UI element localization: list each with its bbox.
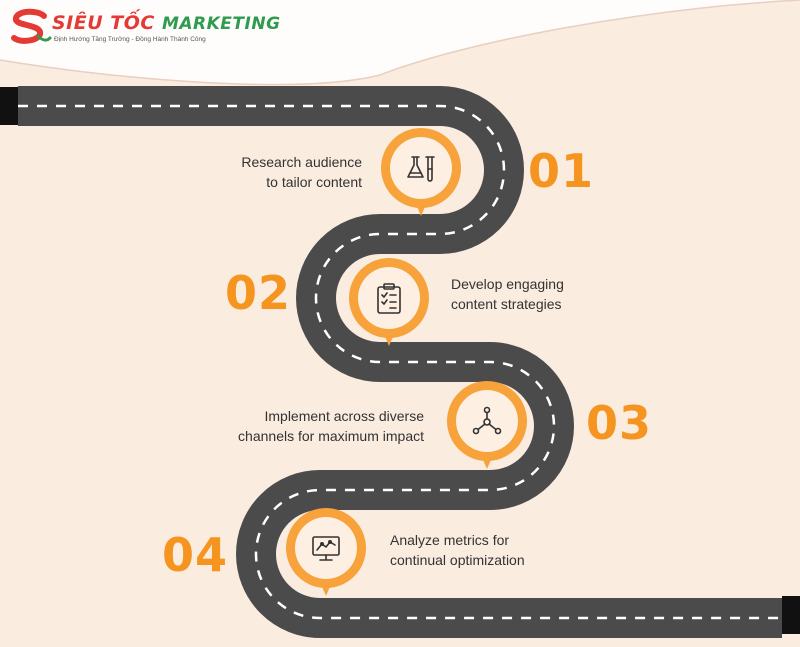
road-end-cap: [782, 596, 800, 634]
step-2-pin: [349, 258, 429, 346]
brand-logo-icon: [11, 8, 52, 44]
step-3-pin: [447, 381, 527, 469]
network-nodes-icon: [472, 406, 502, 435]
step-1-number: 01: [528, 144, 595, 198]
header-swoosh: [0, 0, 800, 86]
brand-tagline: Định Hướng Tăng Trưởng - Đồng Hành Thành…: [54, 36, 206, 43]
step-2-line1: Develop engaging: [451, 276, 564, 292]
step-3-line2: channels for maximum impact: [238, 428, 424, 444]
step-3-line1: Implement across diverse: [264, 408, 424, 424]
step-1-line1: Research audience: [241, 154, 362, 170]
step-4-number: 04: [162, 528, 229, 582]
step-4-description: Analyze metrics for continual optimizati…: [390, 530, 525, 570]
analytics-monitor-icon: [312, 536, 340, 561]
flask-icon: [407, 156, 435, 182]
header-band: SIÊU TỐC MARKETING Định Hướng Tăng Trưởn…: [0, 0, 800, 90]
step-1-description: Research audience to tailor content: [230, 152, 362, 192]
clipboard-checklist-icon: [377, 283, 401, 314]
step-1-pin: [381, 128, 461, 216]
step-2-number: 02: [225, 266, 292, 320]
road-start-cap: [0, 87, 18, 125]
brand-name: SIÊU TỐC MARKETING: [52, 12, 281, 34]
step-3-description: Implement across diverse channels for ma…: [236, 406, 424, 446]
step-4-pin: [286, 508, 366, 596]
road-center-dashes: [18, 104, 782, 620]
brand-name-part2: MARKETING: [161, 14, 281, 34]
step-3-number: 03: [586, 396, 653, 450]
step-1-line2: to tailor content: [266, 174, 362, 190]
step-4-line1: Analyze metrics for: [390, 532, 510, 548]
brand-name-part1: SIÊU TỐC: [52, 12, 155, 34]
step-4-line2: continual optimization: [390, 552, 525, 568]
step-2-description: Develop engaging content strategies: [451, 274, 564, 314]
step-2-line2: content strategies: [451, 296, 562, 312]
